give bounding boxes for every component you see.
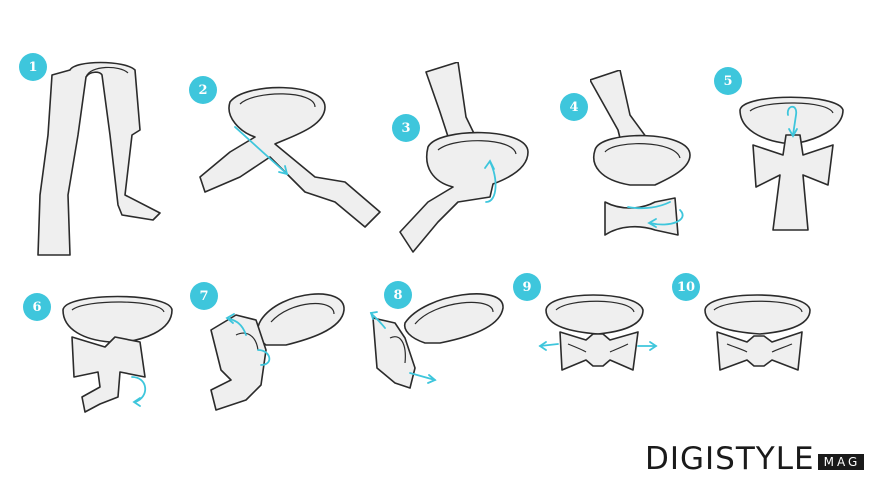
- step-1-illustration: [37, 61, 161, 256]
- step-6-arrow: [131, 376, 147, 403]
- step-5-arrow: [786, 105, 798, 136]
- step-6-illustration: [62, 295, 173, 413]
- step-badge-8: 8: [384, 281, 412, 309]
- step-7-illustration: [210, 293, 345, 411]
- step-9-arrow-left: [539, 343, 559, 347]
- brand-tag: MAG: [817, 454, 865, 470]
- step-2-arrow: [234, 126, 288, 175]
- step-3-illustration: [399, 62, 529, 253]
- step-badge-1: 1: [19, 53, 47, 81]
- step-2-illustration: [199, 86, 381, 228]
- step-badge-5: 5: [714, 67, 742, 95]
- step-8-illustration: [369, 293, 504, 389]
- step-badge-10: 10: [672, 273, 700, 301]
- step-10-illustration: [704, 294, 811, 371]
- step-badge-9: 9: [513, 273, 541, 301]
- step-5-illustration: [739, 96, 844, 231]
- step-badge-6: 6: [23, 293, 51, 321]
- brand-logo: DIGISTYLE MAG: [645, 441, 865, 477]
- step-badge-2: 2: [189, 76, 217, 104]
- brand-name: DIGISTYLE: [645, 441, 815, 477]
- step-4-illustration: [590, 70, 691, 236]
- step-badge-4: 4: [560, 93, 588, 121]
- step-4-arrow: [627, 201, 671, 210]
- step-badge-7: 7: [190, 282, 218, 310]
- step-9-illustration: [538, 294, 658, 371]
- step-badge-3: 3: [392, 114, 420, 142]
